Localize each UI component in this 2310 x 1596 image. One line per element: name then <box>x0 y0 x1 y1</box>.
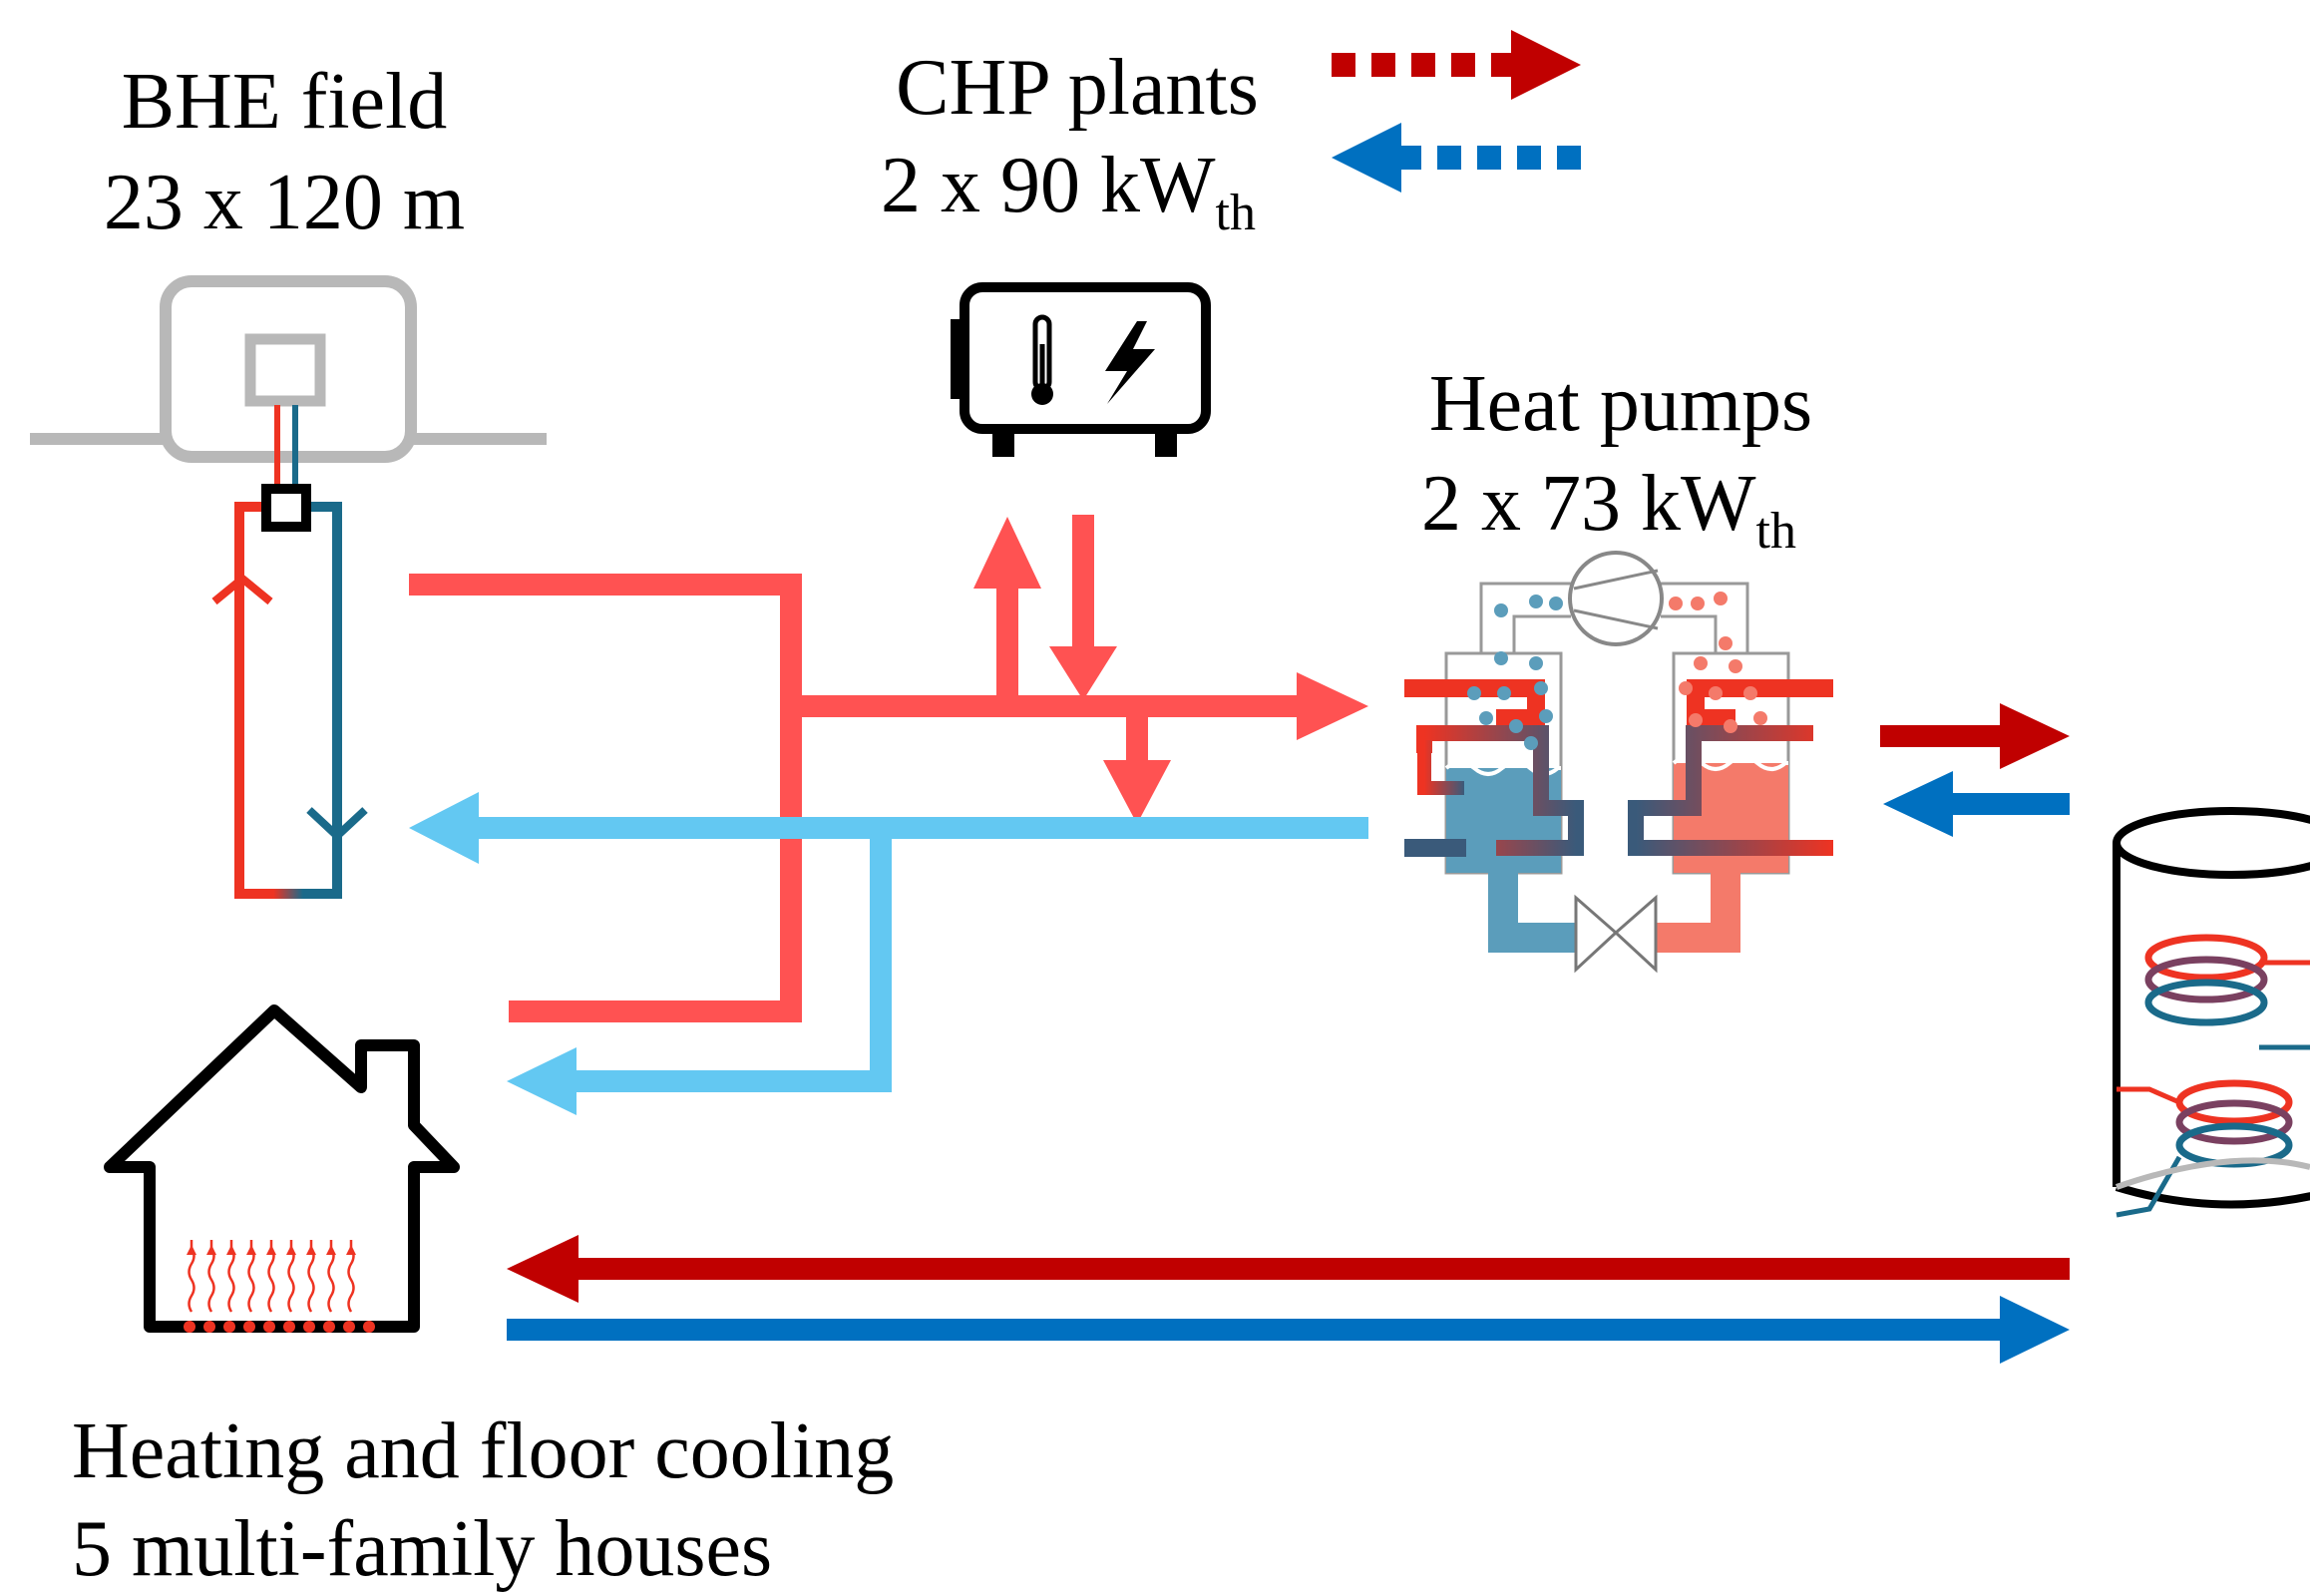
cold-pipe-arrowheads <box>409 792 577 1115</box>
hp-power-subscript: th <box>1755 503 1796 560</box>
chp-title: CHP plants <box>896 44 1259 132</box>
thermometer-icon <box>1031 314 1053 405</box>
house-caption-line2: 5 multi-family houses <box>72 1505 773 1593</box>
storage-tank-icon <box>2113 807 2310 1218</box>
hp-power: 2 x 73 kWth <box>1421 464 1796 558</box>
house-caption-line1: Heating and floor cooling <box>72 1407 895 1495</box>
hot-pipe-arrowheads <box>973 517 1368 824</box>
hp-title: Heat pumps <box>1428 360 1813 448</box>
hp-storage-arrows <box>1880 703 2070 837</box>
chp-unit-icon <box>951 282 1211 457</box>
bhe-title: BHE field <box>121 58 448 146</box>
chp-power-value: 2 x 90 kW <box>881 142 1216 229</box>
chp-power: 2 x 90 kWth <box>881 146 1256 239</box>
legend-flow-arrows <box>1332 30 1581 193</box>
hp-power-value: 2 x 73 kW <box>1421 460 1756 548</box>
borehole-icon <box>30 275 547 899</box>
lightning-icon <box>1105 321 1155 404</box>
chp-power-subscript: th <box>1215 185 1256 241</box>
compressor-icon <box>1568 551 1664 646</box>
expansion-valve-icon <box>1574 894 1658 974</box>
house-icon <box>104 1004 460 1333</box>
bhe-size: 23 x 120 m <box>103 159 466 246</box>
hot-pipe-network <box>409 515 1302 1022</box>
house-storage-lines <box>507 1235 2070 1364</box>
heat-pump-icon <box>1404 551 1833 974</box>
cold-pipe-network <box>469 817 1368 1092</box>
